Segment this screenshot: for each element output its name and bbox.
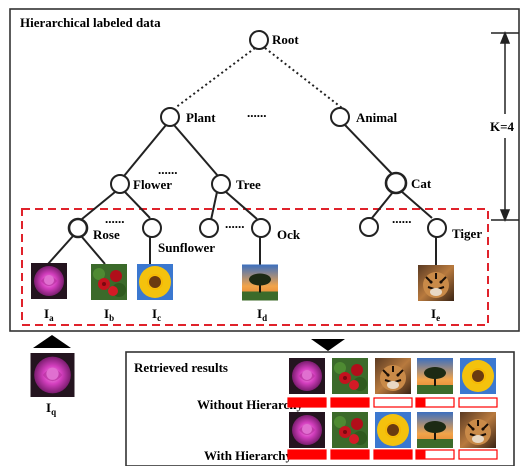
with-thumb-rose-bush [332, 412, 368, 448]
without-relevance-bar-3 [373, 397, 413, 408]
without-thumb-tiger [375, 358, 411, 394]
edge-cat-tiger [400, 190, 433, 219]
node-tiger [427, 218, 447, 238]
node-label-ock: Ock [277, 227, 301, 242]
image-ic-sunflower [137, 264, 173, 300]
results-down-arrow [311, 339, 345, 351]
node-tree [211, 174, 231, 194]
results-title: Retrieved results [134, 360, 228, 375]
node-label-root: Root [272, 32, 299, 47]
node-plant [160, 107, 180, 127]
node-cat-leaf [359, 217, 379, 237]
with-hierarchy-row [287, 412, 498, 460]
main-box-title: Hierarchical labeled data [20, 15, 161, 30]
with-relevance-bar-5 [458, 449, 498, 460]
edge-animal-cat [344, 124, 394, 176]
edge-root-plant [174, 47, 256, 109]
edge-cat-leaf [371, 191, 394, 219]
with-relevance-fill-1 [288, 450, 326, 459]
without-relevance-fill-2 [331, 398, 369, 407]
leaf-level-box [21, 208, 489, 326]
main-box [9, 8, 520, 332]
node-label-flower: Flower [133, 177, 172, 192]
edge-tree-leaf [210, 191, 218, 221]
node-cat [384, 171, 408, 195]
image-id-tree [242, 264, 278, 301]
ellipsis-level2: ...... [158, 162, 178, 177]
node-label-plant: Plant [186, 110, 216, 125]
edge-plant-flower [123, 124, 167, 177]
node-sunflower [142, 218, 162, 238]
depth-indicator [491, 30, 519, 223]
edge-root-animal [264, 47, 343, 109]
without-thumb-rose-bush [332, 358, 368, 394]
without-relevance-bar-5 [458, 397, 498, 408]
node-label-tiger: Tiger [452, 226, 482, 241]
ellipsis-cat: ...... [392, 211, 412, 226]
image-ie-tiger [418, 264, 454, 302]
with-relevance-fill-3 [374, 450, 412, 459]
results-box [125, 351, 515, 466]
tree-nodes [67, 30, 447, 239]
without-thumb-rose [289, 358, 325, 394]
image-ib-rosebush [91, 264, 127, 300]
without-thumb-sunflower [460, 358, 496, 394]
with-thumb-tree [417, 412, 453, 448]
tree-edges [47, 47, 437, 265]
node-label-animal: Animal [356, 110, 398, 125]
with-relevance-fill-4 [416, 450, 426, 459]
label-id: Id [257, 306, 267, 323]
node-animal [330, 107, 350, 127]
label-ib: Ib [104, 306, 114, 323]
ellipsis-tree: ...... [225, 216, 245, 231]
with-relevance-fill-2 [331, 450, 369, 459]
edge-flower-sunflower [124, 191, 151, 219]
node-label-cat: Cat [411, 176, 432, 191]
node-label-tree: Tree [236, 177, 261, 192]
label-iq: Iq [46, 400, 56, 417]
with-thumb-rose [289, 412, 325, 448]
edge-plant-tree [173, 124, 219, 177]
node-flower [110, 174, 130, 194]
depth-label: K=4 [490, 119, 515, 134]
node-tree-leaf [199, 218, 219, 238]
ellipsis-flower: ...... [105, 211, 125, 226]
without-thumb-tree [417, 358, 453, 394]
edge-flower-rose [81, 191, 116, 220]
image-iq-query [30, 353, 75, 397]
edge-rose-ia [47, 235, 74, 265]
with-thumb-tiger [460, 412, 496, 448]
node-label-rose: Rose [93, 227, 120, 242]
node-ock [251, 218, 271, 238]
edge-rose-ib [81, 236, 106, 265]
label-ia: Ia [44, 306, 54, 323]
without-relevance-fill-1 [288, 398, 326, 407]
with-thumb-sunflower [375, 412, 411, 448]
query-up-arrow [33, 335, 71, 348]
without-hierarchy-label: Without Hierarchy [197, 397, 304, 412]
label-ic: Ic [152, 306, 161, 323]
label-ie: Ie [431, 306, 440, 323]
node-rose [67, 217, 89, 239]
without-relevance-fill-4 [416, 398, 426, 407]
with-hierarchy-label: With Hierarchy [204, 448, 292, 463]
node-root [249, 30, 269, 50]
without-hierarchy-row [287, 358, 498, 408]
node-label-sunflower: Sunflower [158, 240, 215, 255]
image-ia-rose [31, 263, 67, 299]
ellipsis-level1: ...... [247, 105, 267, 120]
edge-tree-ock [225, 191, 258, 220]
